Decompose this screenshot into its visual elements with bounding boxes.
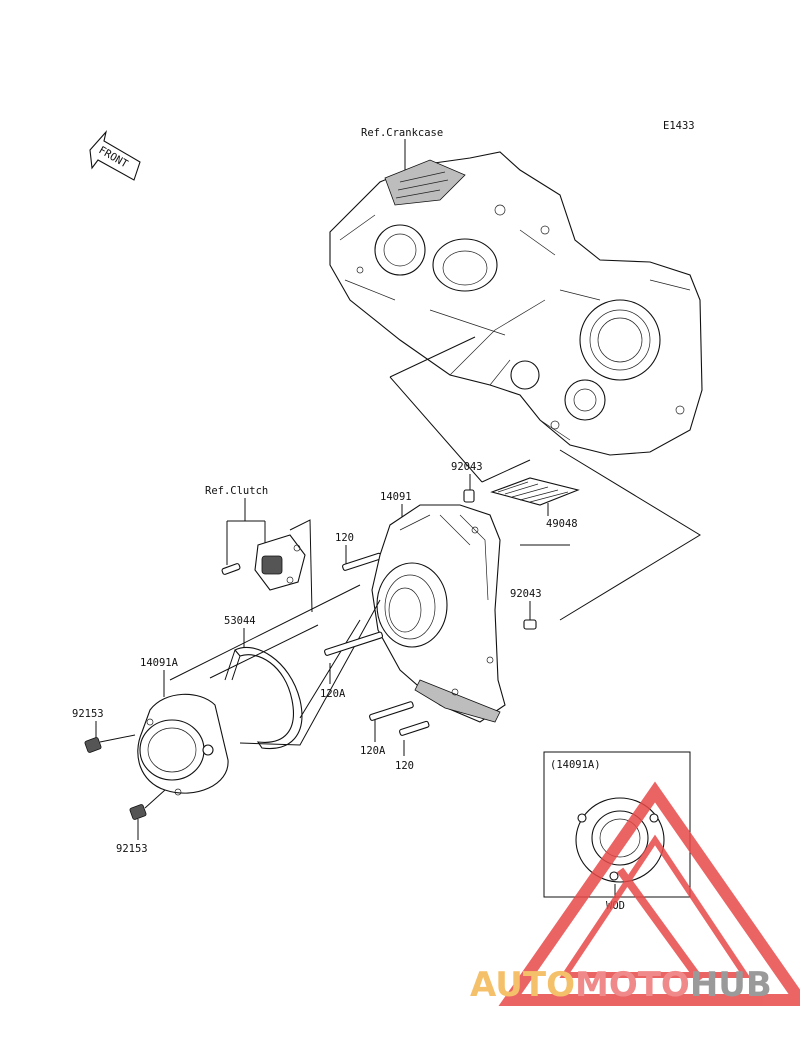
inset-title: (14091A)	[550, 759, 601, 771]
part-120-top-label: 120	[335, 532, 354, 544]
clutch-part	[254, 534, 306, 591]
part-53044-label: 53044	[224, 615, 256, 627]
dowel-pin-top	[463, 489, 475, 503]
bolt-120-top	[342, 552, 382, 571]
ref-crankcase-label: Ref.Crankcase	[361, 127, 443, 139]
cover-14091A	[137, 693, 229, 796]
screw-92153-left	[84, 737, 102, 753]
bolt-120-low	[399, 720, 430, 736]
part-49048-label: 49048	[546, 518, 578, 530]
ref-clutch-label: Ref.Clutch	[205, 485, 268, 497]
diagram-code: E1433	[663, 120, 695, 132]
part-120A-low-label: 120A	[360, 745, 386, 757]
front-arrow-icon: FRONT	[89, 130, 141, 181]
gasket-49048	[490, 477, 580, 506]
part-120A-mid-label: 120A	[320, 688, 346, 700]
part-14091A-label: 14091A	[140, 657, 179, 669]
part-92153-bottom-label: 92153	[116, 843, 148, 855]
watermark-word-auto: AUTOMOTOHUB	[470, 965, 772, 1005]
part-92153-left-label: 92153	[72, 708, 104, 720]
cover-14091	[371, 504, 506, 723]
dowel-pin-right	[523, 619, 537, 630]
part-120-low-label: 120	[395, 760, 414, 772]
part-92043-top-label: 92043	[451, 461, 483, 473]
clutch-bolt	[221, 563, 241, 575]
gasket-ring-53044	[224, 646, 303, 750]
crankcase	[329, 151, 703, 456]
watermark-logo	[498, 781, 800, 1006]
screw-92153-bottom	[129, 804, 147, 820]
part-92043-right-label: 92043	[510, 588, 542, 600]
bolt-120A-mid	[324, 631, 384, 656]
part-14091-label: 14091	[380, 491, 412, 503]
inset-14091A: (14091A) WOD	[543, 751, 691, 912]
bolt-120A-low	[369, 701, 414, 721]
